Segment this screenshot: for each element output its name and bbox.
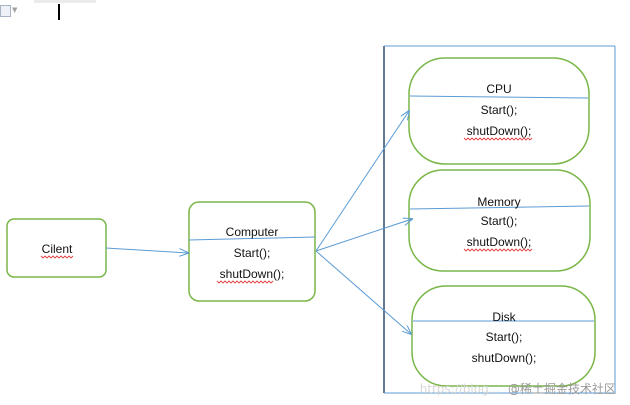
toolbar-strip xyxy=(34,0,96,3)
cpu-node[interactable]: CPU Start(); shutDown(); xyxy=(408,57,590,165)
watermark: https://blog... @稀土掘金技术社区 xyxy=(420,380,616,397)
watermark-url: https://blog... xyxy=(419,382,501,396)
watermark-text: @稀土掘金技术社区 xyxy=(507,382,616,396)
memory-title: Memory xyxy=(477,195,520,209)
memory-divider xyxy=(409,205,590,210)
arrow-computer-to-disk xyxy=(315,250,411,334)
document-icon[interactable] xyxy=(0,5,11,17)
memory-method-shutdown: shutDown(); xyxy=(467,235,532,249)
disk-method-start: Start(); xyxy=(486,330,523,344)
cpu-method-shutdown: shutDown(); xyxy=(467,124,532,138)
computer-node[interactable]: Computer Start(); shutDown(); xyxy=(188,201,316,302)
computer-spell-squiggle xyxy=(216,280,274,284)
memory-node[interactable]: Memory Start(); shutDown(); xyxy=(408,169,591,272)
memory-spell-squiggle xyxy=(463,248,533,252)
cpu-spell-squiggle xyxy=(463,137,533,141)
arrow-computer-to-memory xyxy=(315,219,412,252)
cpu-title: CPU xyxy=(486,82,511,96)
cpu-method-start: Start(); xyxy=(481,103,518,117)
arrow-client-to-computer xyxy=(105,247,188,253)
disk-method-shutdown: shutDown(); xyxy=(472,351,537,365)
text-cursor xyxy=(58,4,60,20)
computer-divider xyxy=(188,236,316,241)
client-label: Cilent xyxy=(42,242,73,256)
cpu-divider xyxy=(409,95,589,99)
computer-method-shutdown: shutDown(); xyxy=(220,267,285,281)
client-spell-squiggle xyxy=(40,255,74,259)
disk-node[interactable]: Disk Start(); shutDown(); xyxy=(411,285,596,387)
memory-method-start: Start(); xyxy=(481,214,518,228)
computer-title: Computer xyxy=(226,225,279,239)
arrow-computer-to-cpu xyxy=(315,111,409,252)
client-node[interactable]: Cilent xyxy=(6,218,107,278)
computer-method-start: Start(); xyxy=(234,246,271,260)
chevron-down-icon[interactable]: ▼ xyxy=(12,6,18,14)
disk-title: Disk xyxy=(492,310,516,324)
